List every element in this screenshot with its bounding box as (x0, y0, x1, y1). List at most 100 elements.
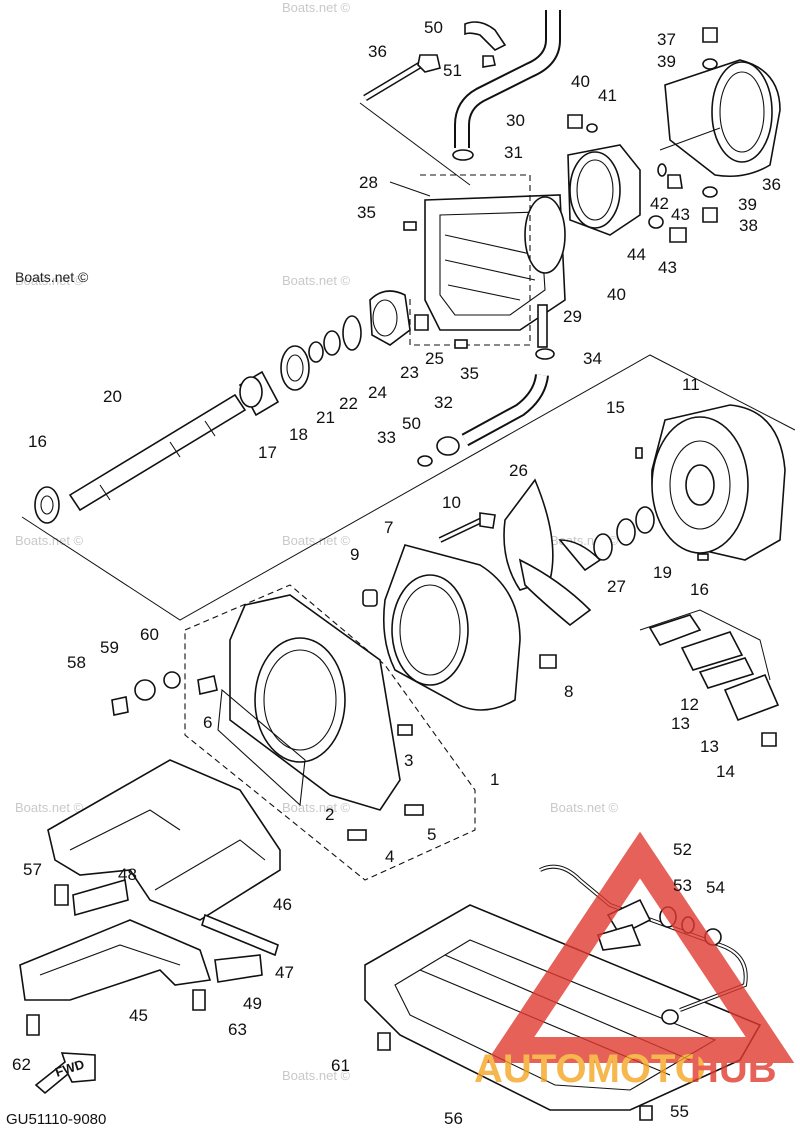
part-callout-14: 14 (716, 762, 735, 781)
bolt-27 (414, 314, 429, 331)
part-callout-59: 59 (100, 638, 119, 657)
part-callout-22: 22 (339, 394, 358, 413)
part-callout-57: 57 (23, 860, 42, 879)
pin-16b (697, 553, 709, 561)
part-callout-51: 51 (443, 61, 462, 80)
part-callout-9: 9 (350, 545, 359, 564)
washer-43b (657, 163, 667, 177)
part-callout-58: 58 (67, 653, 86, 672)
pipe-31 (537, 304, 548, 348)
sensor-55 (596, 898, 652, 951)
part-callout-36: 36 (762, 175, 781, 194)
clamp-35a (535, 348, 555, 360)
part-callout-32: 32 (434, 393, 453, 412)
gasket-13b (698, 657, 755, 689)
part-callout-49: 49 (243, 994, 262, 1013)
drive-shaft-22 (68, 393, 247, 512)
pins-36 (403, 221, 468, 349)
diagram-code: GU51110-9080 (6, 1111, 106, 1128)
part-callout-53: 53 (673, 876, 692, 895)
deflector-38 (664, 59, 781, 178)
watermark: Boats.net © (15, 273, 84, 288)
cover-14 (723, 673, 780, 722)
nut-60 (111, 696, 129, 716)
bolt-63 (377, 1032, 391, 1051)
collar-40a (702, 58, 718, 70)
part-callout-43: 43 (671, 205, 690, 224)
collar-5 (404, 804, 424, 816)
watermark: Boats.net © (282, 273, 351, 288)
collar-46 (648, 215, 664, 229)
part-callout-25: 25 (425, 349, 444, 368)
part-callout-11: 11 (682, 375, 700, 394)
bolt-42 (567, 114, 583, 129)
bolt-15 (761, 732, 777, 747)
part-callout-43: 43 (658, 258, 677, 277)
part-callout-27: 27 (607, 577, 626, 596)
pump-housing-11 (651, 404, 786, 561)
part-callout-10: 10 (442, 493, 461, 512)
part-callout-34: 34 (583, 349, 602, 368)
part-callout-62: 62 (12, 1055, 31, 1074)
part-callout-39: 39 (657, 52, 676, 71)
shaft-assembly-outline (21, 354, 796, 621)
part-callout-29: 29 (563, 307, 582, 326)
holder-52 (464, 21, 507, 51)
pin-16a (635, 447, 643, 459)
watermark: Boats.net © (550, 800, 619, 815)
part-callout-15: 15 (606, 398, 625, 417)
part-callout-28: 28 (359, 173, 378, 192)
logo-text-part2: HUB (690, 1047, 777, 1091)
part-callout-5: 5 (427, 825, 436, 844)
callouts: 1234567891011121313141516161718192021222… (12, 18, 781, 1128)
washer-43a (586, 123, 598, 133)
bearing-17 (34, 486, 60, 524)
bolt-57 (639, 1105, 653, 1121)
oring-26 (342, 315, 362, 351)
seal-24 (323, 330, 341, 356)
washer-21 (635, 506, 655, 534)
hose-32 (454, 10, 561, 148)
fwd-arrow: FWD (34, 1052, 96, 1095)
bolt-8 (539, 654, 557, 669)
washer-61 (134, 679, 156, 701)
part-callout-50: 50 (402, 414, 421, 433)
part-callout-40: 40 (571, 72, 590, 91)
collar-20 (616, 518, 636, 546)
bolt-65 (192, 989, 206, 1011)
part-callout-18: 18 (289, 425, 308, 444)
washer-29 (593, 533, 613, 561)
sleeve-18 (238, 370, 280, 417)
part-callout-36: 36 (368, 42, 387, 61)
part-callout-33: 33 (377, 428, 396, 447)
part-callout-16: 16 (28, 432, 47, 451)
spacer-50b (214, 954, 263, 983)
part-callout-7: 7 (384, 518, 393, 537)
bolt-37 (363, 54, 441, 102)
part-callout-37: 37 (657, 30, 676, 49)
part-callout-23: 23 (400, 363, 419, 382)
bolts-6 (197, 675, 218, 695)
watermarks: Boats.net © Boats.net © Boats.net © Boat… (15, 0, 619, 1083)
part-callout-4: 4 (385, 847, 394, 866)
housing-cover-25 (369, 290, 411, 346)
part-callout-16: 16 (690, 580, 709, 599)
plate-49 (201, 913, 279, 957)
part-callout-17: 17 (258, 443, 277, 462)
part-callout-47: 47 (275, 963, 294, 982)
bolt-53 (482, 55, 496, 68)
nozzle-41 (567, 144, 641, 236)
collar-9 (362, 589, 378, 607)
watermark: Boats.net © (282, 1068, 351, 1083)
part-callout-41: 41 (598, 86, 617, 105)
part-callout-1: 1 (490, 770, 499, 789)
part-callout-30: 30 (506, 111, 525, 130)
grate-parts-outline (639, 609, 771, 681)
part-callout-48: 48 (118, 865, 137, 884)
part-callout-35: 35 (357, 203, 376, 222)
part-callout-60: 60 (140, 625, 159, 644)
bolt-39b (702, 207, 718, 223)
clamp-35b (417, 455, 433, 467)
part-callout-13: 13 (671, 714, 690, 733)
